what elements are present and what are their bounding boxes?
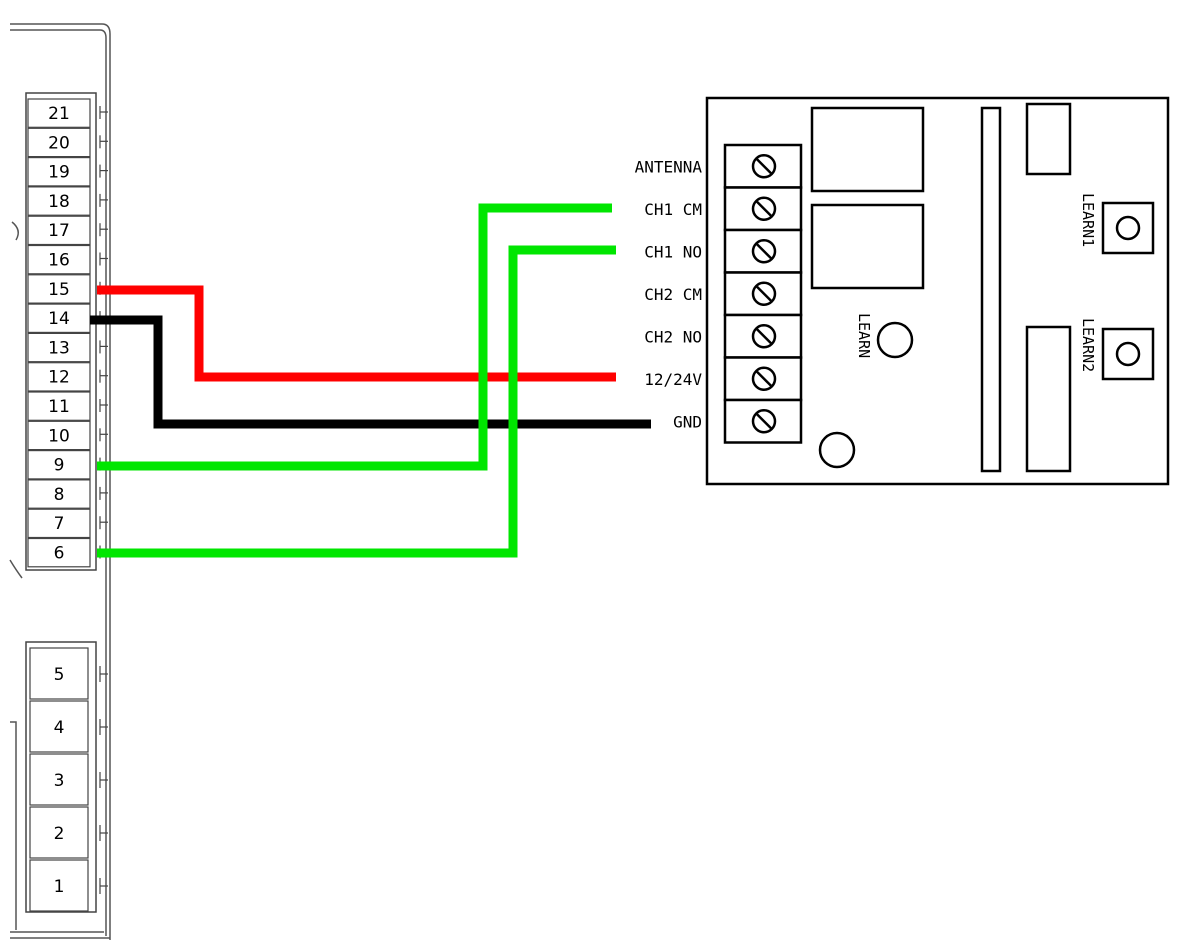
relay-1 — [810, 106, 925, 193]
learn-button[interactable] — [876, 321, 914, 359]
terminal-number: 4 — [54, 718, 65, 738]
screw-icon — [751, 239, 777, 264]
receiver-terminal-label: 12/24V — [644, 370, 702, 389]
terminal-number: 16 — [48, 251, 70, 271]
terminal-number: 5 — [54, 665, 65, 685]
receiver-board: LEARN1 LEARN2 LEARN ANTENNA CH1 CM CH1 NO C… — [635, 96, 1170, 486]
screw-slot — [756, 158, 772, 175]
terminal-number: 8 — [54, 485, 65, 505]
terminal-cell — [27, 362, 91, 392]
terminal-cell — [27, 479, 91, 509]
learn2-button-housing[interactable] — [1101, 327, 1155, 381]
terminal-cell — [27, 186, 91, 216]
learn-label: LEARN — [855, 313, 873, 358]
learn1-button[interactable] — [1115, 215, 1141, 241]
terminal-number: 17 — [48, 221, 70, 241]
terminal-number: 12 — [48, 368, 70, 388]
board-slot — [980, 106, 1002, 473]
terminal-number: 21 — [48, 104, 70, 124]
screw-icon — [751, 324, 777, 349]
screw-slot — [756, 413, 772, 430]
receiver-terminal-label: CH1 NO — [644, 242, 702, 261]
screw-icon — [751, 281, 777, 306]
screw-terminal — [723, 143, 803, 189]
component-upper — [1025, 102, 1072, 176]
terminal-cell — [29, 647, 89, 700]
terminal-cell — [29, 700, 89, 753]
wires — [90, 203, 651, 558]
terminal-cell — [27, 391, 91, 421]
terminal-number: 7 — [54, 514, 65, 534]
terminal-number: 15 — [48, 280, 70, 300]
learn1-button-housing[interactable] — [1101, 201, 1155, 255]
terminal-number: 11 — [48, 397, 70, 417]
wire-green-ch1-no — [97, 245, 616, 558]
screw-icon — [751, 366, 777, 391]
terminal-cell — [27, 332, 91, 363]
terminal-number: 18 — [48, 192, 70, 212]
receiver-terminal-label: ANTENNA — [635, 157, 703, 176]
terminal-number: 9 — [54, 456, 65, 476]
receiver-terminal-label: CH2 NO — [644, 327, 702, 346]
terminal-number: 6 — [54, 544, 65, 564]
screw-slot — [756, 200, 772, 217]
screw-slot — [756, 285, 772, 302]
terminal-cell — [27, 537, 91, 568]
terminal-number: 19 — [48, 163, 70, 183]
terminal-number: 20 — [48, 133, 70, 153]
terminal-cell — [27, 508, 91, 539]
terminal-cell — [27, 244, 91, 275]
terminal-cell — [27, 450, 91, 480]
terminal-number: 13 — [48, 338, 70, 358]
wire-red — [97, 285, 616, 382]
terminal-cell — [29, 859, 89, 912]
wire-black — [90, 315, 651, 429]
terminal-cell — [27, 157, 91, 187]
screw-slot — [756, 370, 772, 387]
terminal-strip-upper: 21 20 19 18 17 16 15 14 13 12 11 10 9 8 7 6 — [25, 92, 108, 571]
wire-green-ch1-cm — [97, 203, 612, 471]
screw-icon — [751, 196, 777, 221]
learn2-button[interactable] — [1115, 341, 1141, 367]
screw-terminal-block — [723, 143, 803, 444]
terminal-cell — [29, 753, 89, 806]
screw-slot — [756, 328, 772, 345]
component-lower — [1025, 325, 1072, 473]
receiver-terminal-label: CH2 CM — [644, 285, 702, 304]
screw-slot — [756, 243, 772, 260]
terminal-number: 1 — [54, 877, 65, 897]
learn2-label: LEARN2 — [1079, 318, 1097, 372]
terminal-cell — [27, 98, 91, 128]
terminal-number: 14 — [48, 309, 70, 329]
receiver-terminal-label: GND — [673, 412, 702, 431]
terminal-cell — [27, 127, 91, 158]
learn1-label: LEARN1 — [1079, 193, 1097, 247]
terminal-number: 3 — [54, 771, 65, 791]
terminal-cell — [27, 215, 91, 246]
terminal-cell — [29, 806, 89, 859]
relay-2 — [810, 203, 925, 290]
controller-housing — [9, 23, 111, 940]
screw-icon — [751, 154, 777, 179]
receiver-terminal-label: CH1 CM — [644, 200, 702, 219]
terminal-number: 2 — [54, 824, 65, 844]
terminal-number: 10 — [48, 426, 70, 446]
screw-icon — [751, 409, 777, 434]
board-indicator — [818, 431, 856, 469]
terminal-strip-lower: 5 4 3 2 1 — [25, 641, 108, 913]
terminal-cell — [27, 420, 91, 451]
terminal-cell — [27, 274, 91, 304]
